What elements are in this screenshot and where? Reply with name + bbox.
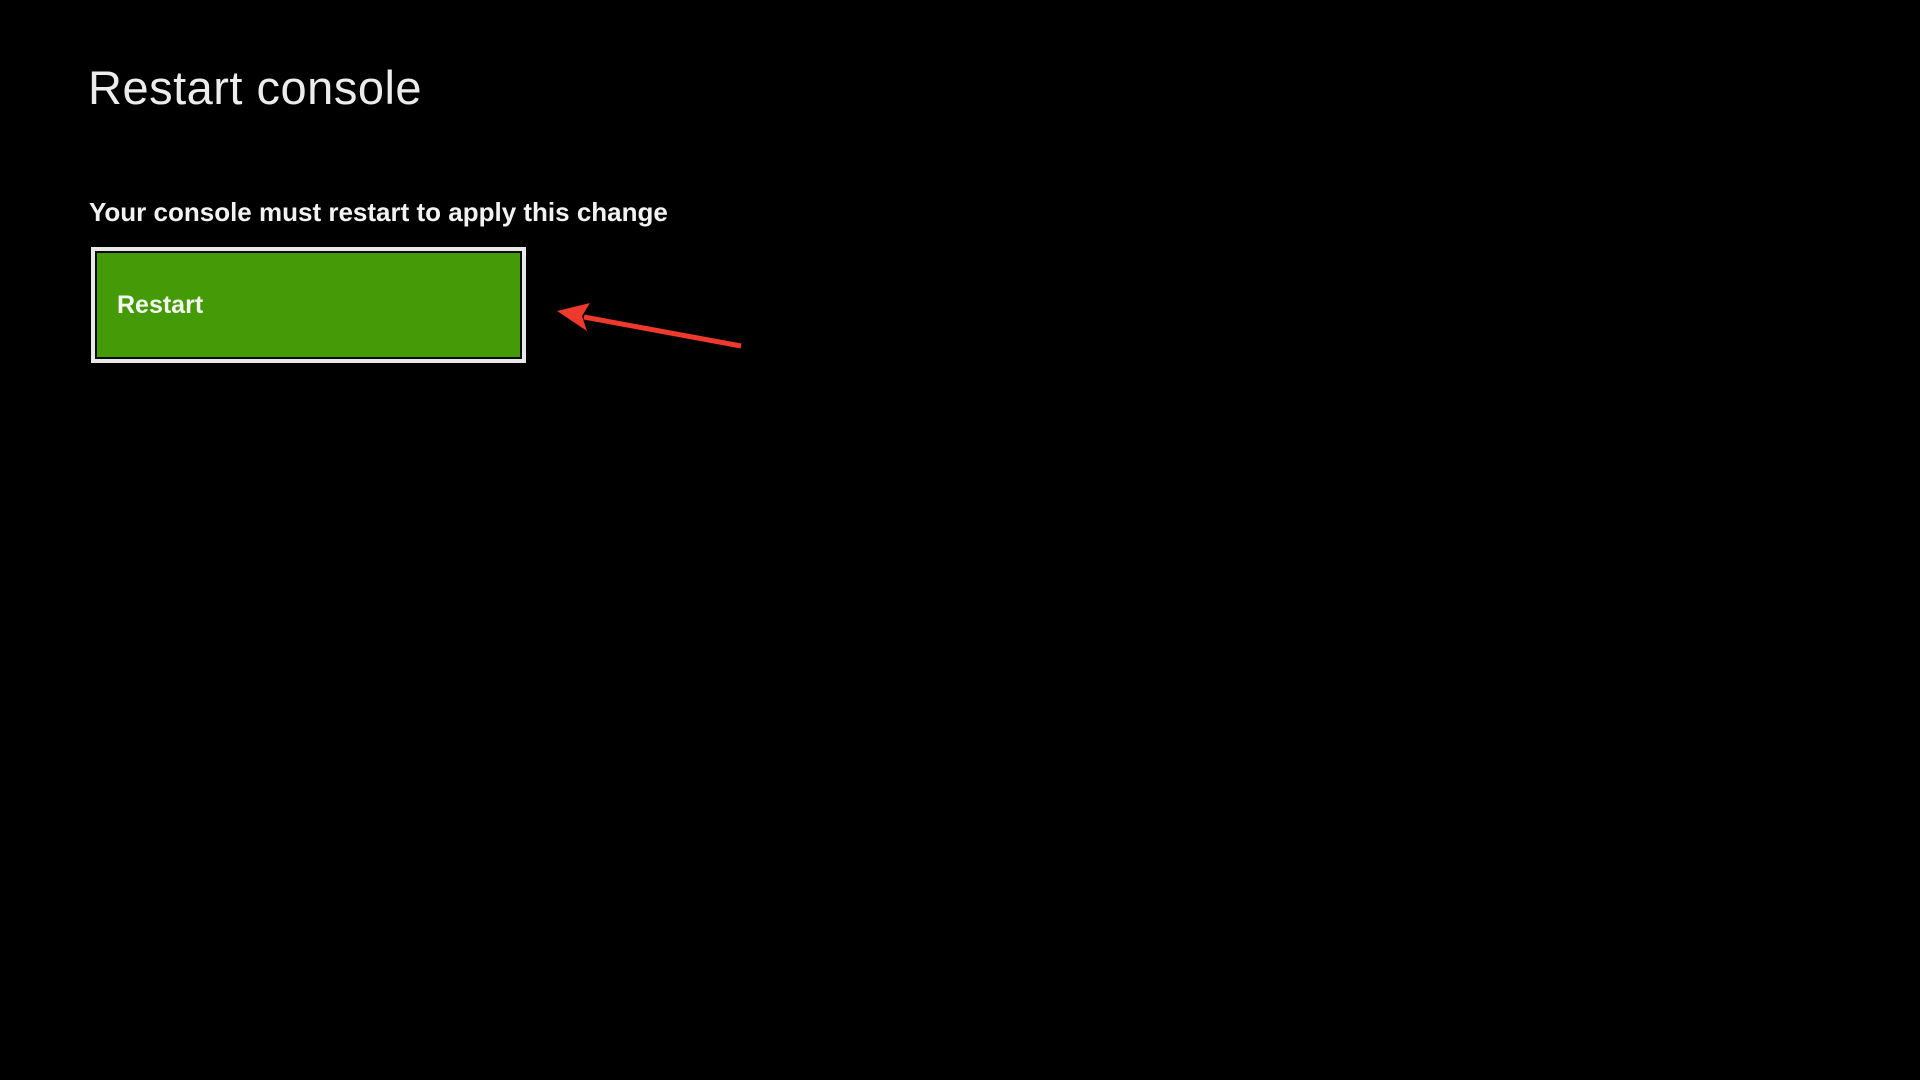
restart-button-label: Restart	[117, 290, 204, 319]
restart-button[interactable]: Restart	[91, 247, 526, 363]
restart-button-fill: Restart	[97, 253, 520, 357]
restart-message: Your console must restart to apply this …	[89, 197, 668, 227]
page-title: Restart console	[88, 61, 423, 114]
